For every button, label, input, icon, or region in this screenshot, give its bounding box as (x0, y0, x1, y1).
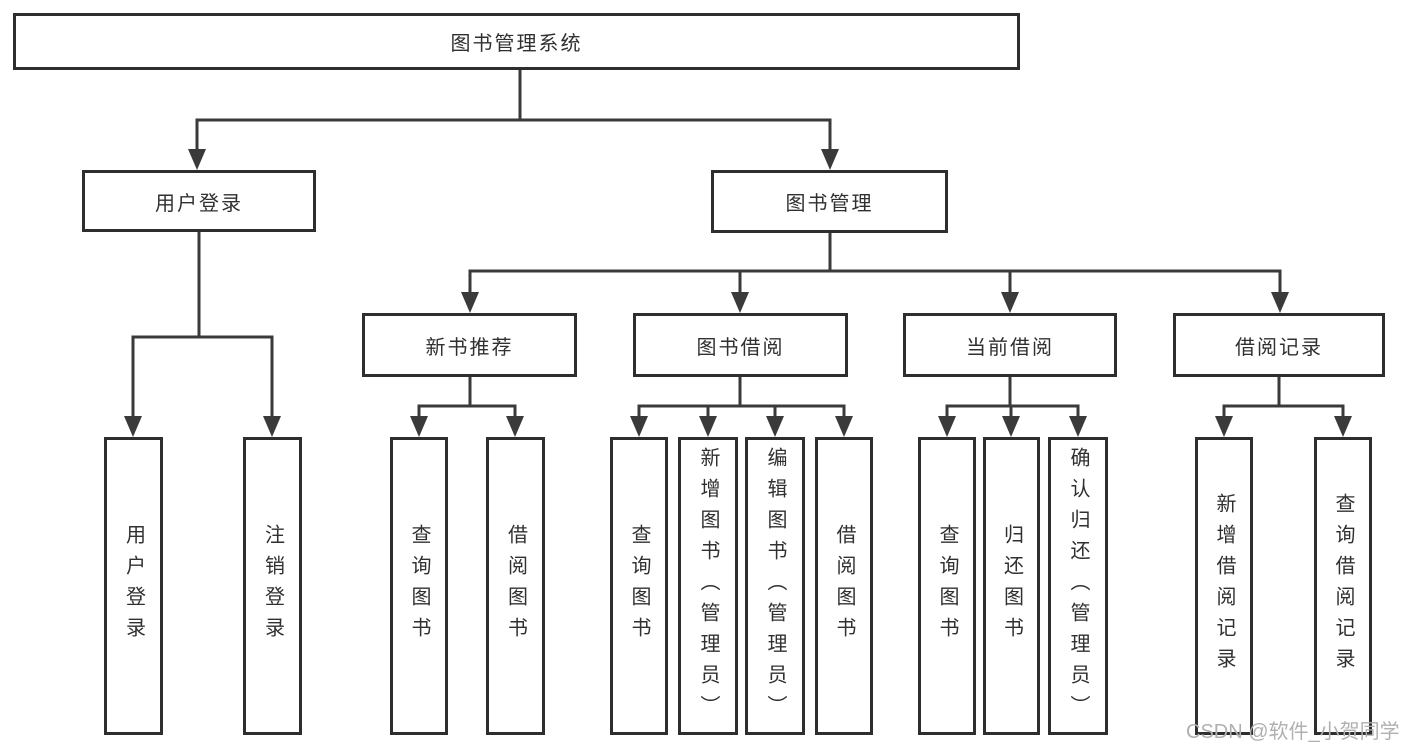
leaf-logout-label: 注销登录 (261, 524, 284, 648)
node-borrowing-records: 借阅记录 (1173, 313, 1385, 377)
leaf-user-login-label: 用户登录 (122, 524, 145, 648)
node-book-borrowing-label: 图书借阅 (696, 336, 785, 359)
node-user-login: 用户登录 (82, 170, 316, 232)
connector-book-mgmt-to-level3 (461, 231, 1289, 313)
leaf-edit-books-admin-label: 编辑图书（管理员） (764, 446, 786, 726)
leaf-query-books-current-label: 查询图书 (936, 524, 958, 648)
node-root-label: 图书管理系统 (450, 33, 583, 55)
leaf-confirm-return-admin: 确认归还（管理员） (1048, 437, 1108, 735)
leaf-borrow-books-recommend-label: 借阅图书 (504, 524, 527, 648)
csdn-watermark: CSDN @软件_小贺同学 (1186, 721, 1400, 743)
connector-borrow-record-branch (1215, 375, 1352, 437)
leaf-add-borrow-record: 新增借阅记录 (1195, 437, 1253, 735)
node-book-management: 图书管理 (711, 170, 948, 233)
connector-user-login-branch (124, 230, 281, 437)
node-user-login-label: 用户登录 (155, 192, 243, 215)
leaf-query-books-borrowing-label: 查询图书 (628, 524, 650, 648)
leaf-query-borrow-record: 查询借阅记录 (1314, 437, 1372, 735)
connector-new-book-rec-branch (410, 375, 524, 437)
leaf-query-books-recommend-label: 查询图书 (408, 524, 430, 648)
leaf-borrow-books-borrowing: 借阅图书 (815, 437, 873, 735)
node-new-book-recommendation: 新书推荐 (362, 313, 577, 377)
leaf-query-books-current: 查询图书 (918, 437, 976, 735)
leaf-borrow-books-borrowing-label: 借阅图书 (833, 524, 855, 648)
leaf-edit-books-admin: 编辑图书（管理员） (745, 437, 805, 735)
node-new-book-recommendation-label: 新书推荐 (425, 336, 514, 359)
leaf-confirm-return-admin-label: 确认归还（管理员） (1067, 446, 1089, 726)
leaf-add-books-admin-label: 新增图书（管理员） (697, 446, 719, 726)
node-book-borrowing: 图书借阅 (633, 313, 848, 377)
node-book-management-label: 图书管理 (785, 193, 874, 215)
node-root-library-management-system: 图书管理系统 (13, 13, 1020, 70)
leaf-logout: 注销登录 (243, 437, 302, 735)
connector-root-to-level2 (188, 68, 839, 170)
leaf-add-borrow-record-label: 新增借阅记录 (1213, 493, 1235, 679)
leaf-borrow-books-recommend: 借阅图书 (486, 437, 545, 735)
connector-current-borrow-branch (938, 375, 1087, 437)
leaf-query-books-recommend: 查询图书 (390, 437, 448, 735)
node-borrowing-records-label: 借阅记录 (1235, 336, 1323, 359)
node-current-borrowing-label: 当前借阅 (966, 336, 1054, 359)
leaf-return-books-label: 归还图书 (1000, 524, 1023, 648)
connector-book-borrow-branch (630, 375, 853, 437)
leaf-query-borrow-record-label: 查询借阅记录 (1332, 493, 1354, 679)
leaf-add-books-admin: 新增图书（管理员） (678, 437, 738, 735)
leaf-query-books-borrowing: 查询图书 (610, 437, 668, 735)
leaf-return-books: 归还图书 (983, 437, 1040, 735)
node-current-borrowing: 当前借阅 (903, 313, 1117, 377)
leaf-user-login: 用户登录 (104, 437, 163, 735)
